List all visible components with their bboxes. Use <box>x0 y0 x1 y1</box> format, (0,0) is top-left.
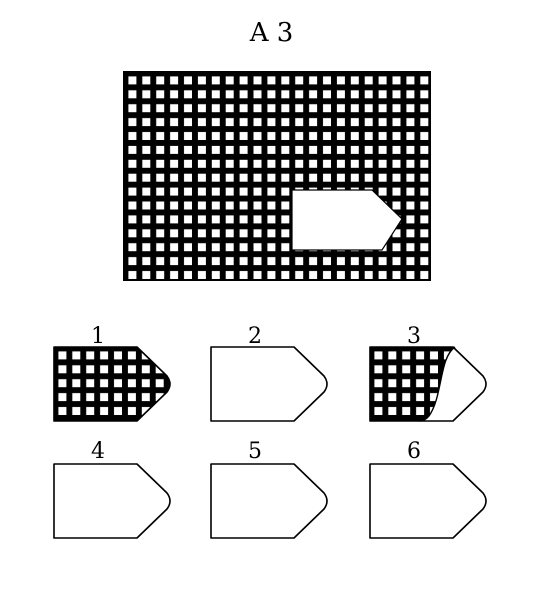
option-label-6: 6 <box>407 439 421 464</box>
answer-option-5[interactable] <box>210 463 328 541</box>
option-label-2: 2 <box>248 324 262 349</box>
option-grid-fill <box>54 347 170 421</box>
option-border <box>53 346 171 422</box>
option-shape-outline <box>211 464 327 538</box>
option-border <box>210 463 328 539</box>
answer-option-6[interactable] <box>369 463 487 541</box>
option-shape-outline <box>370 464 486 538</box>
option-border <box>53 463 171 539</box>
option-label-1: 1 <box>91 324 105 349</box>
option-label-3: 3 <box>407 324 421 349</box>
option-shape-outline <box>211 347 327 421</box>
option-border <box>210 346 328 422</box>
option-label-5: 5 <box>248 439 262 464</box>
grid-pattern-panel <box>123 71 431 281</box>
missing-piece-hole <box>291 189 403 251</box>
answer-option-3[interactable] <box>369 346 487 424</box>
answer-option-4[interactable] <box>53 463 171 541</box>
option-label-4: 4 <box>91 439 105 464</box>
puzzle-title: A 3 <box>249 18 294 48</box>
option-border <box>369 463 487 539</box>
answer-option-2[interactable] <box>210 346 328 424</box>
option-shape-outline <box>54 464 170 538</box>
answer-option-1[interactable] <box>53 346 171 424</box>
option-partial-grid-fill <box>370 347 455 421</box>
option-border <box>369 346 487 422</box>
